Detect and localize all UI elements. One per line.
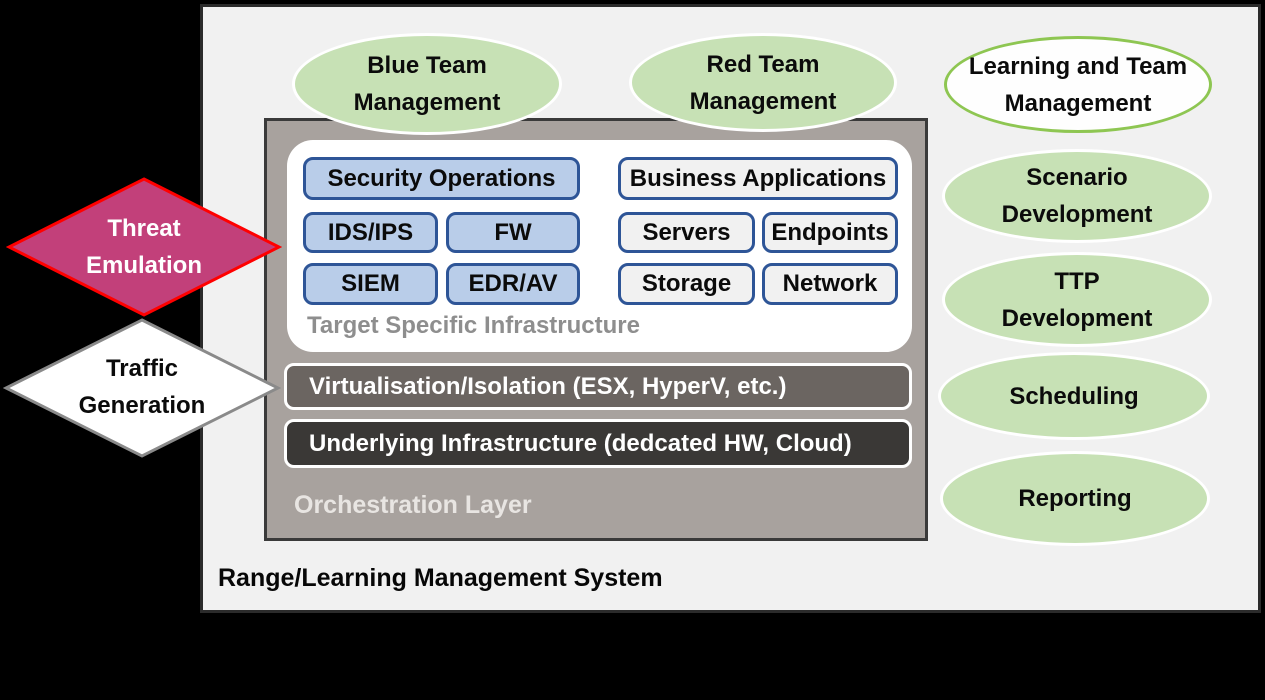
threat-emulation-diamond-shape (6, 177, 282, 317)
box-fw: FW (446, 212, 580, 253)
bubble-learning-and-team-management: Learning and Team Management (944, 36, 1212, 133)
range-management-system-title: Range/Learning Management System (218, 564, 663, 592)
traffic-generation-diamond-shape (3, 318, 281, 458)
target-infrastructure-label: Target Specific Infrastructure (307, 312, 640, 339)
box-security-operations: Security Operations (303, 157, 580, 200)
orchestration-layer-label: Orchestration Layer (294, 491, 532, 519)
bubble-red-team-management: Red Team Management (629, 33, 897, 132)
threat-emulation-label: Threat Emulation (85, 215, 202, 279)
bubble-scenario-development: Scenario Development (942, 149, 1212, 243)
bubble-blue-team-management: Blue Team Management (292, 33, 562, 135)
box-siem: SIEM (303, 263, 438, 305)
box-storage: Storage (618, 263, 755, 305)
box-servers: Servers (618, 212, 755, 253)
box-business-applications: Business Applications (618, 157, 898, 200)
bar-underlying-infrastructure: Underlying Infrastructure (dedcated HW, … (284, 419, 912, 468)
box-endpoints: Endpoints (762, 212, 898, 253)
box-edr-av: EDR/AV (446, 263, 580, 305)
bubble-scheduling: Scheduling (938, 352, 1210, 440)
bubble-reporting: Reporting (940, 451, 1210, 546)
bar-virtualisation-isolation: Virtualisation/Isolation (ESX, HyperV, e… (284, 363, 912, 410)
traffic-generation-label: Traffic Generation (78, 355, 206, 419)
box-ids-ips: IDS/IPS (303, 212, 438, 253)
box-network: Network (762, 263, 898, 305)
bubble-ttp-development: TTP Development (942, 252, 1212, 347)
